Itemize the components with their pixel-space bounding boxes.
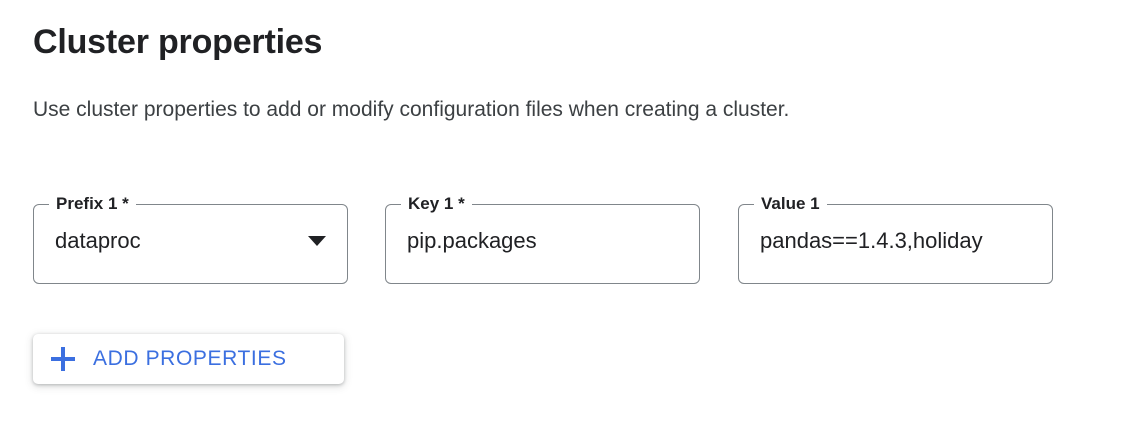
field-value-prefix-1[interactable]: dataproc [55,228,141,253]
field-value-value-1[interactable]: pandas==1.4.3,holiday [760,228,983,253]
field-prefix-1[interactable]: Prefix 1 * Prefix 1 * dataproc [33,195,348,284]
plus-icon [51,347,75,371]
field-value-1[interactable]: Value 1 Value 1 pandas==1.4.3,holiday [738,195,1053,284]
field-label-value-1: Value 1 [761,194,820,213]
field-key-1[interactable]: Key 1 * Key 1 * pip.packages [385,195,700,284]
field-value-key-1[interactable]: pip.packages [407,228,537,253]
page-title: Cluster properties [33,23,323,61]
field-label-key-1: Key 1 * [408,194,465,213]
add-properties-button-label: ADD PROPERTIES [93,347,287,370]
field-label-prefix-1: Prefix 1 * [56,194,129,213]
page-description: Use cluster properties to add or modify … [33,98,790,121]
add-properties-button[interactable]: ADD PROPERTIES [33,334,344,384]
chevron-down-icon[interactable] [308,236,326,246]
properties-field-row: Prefix 1 * Prefix 1 * dataproc Key 1 * K… [33,195,1093,284]
